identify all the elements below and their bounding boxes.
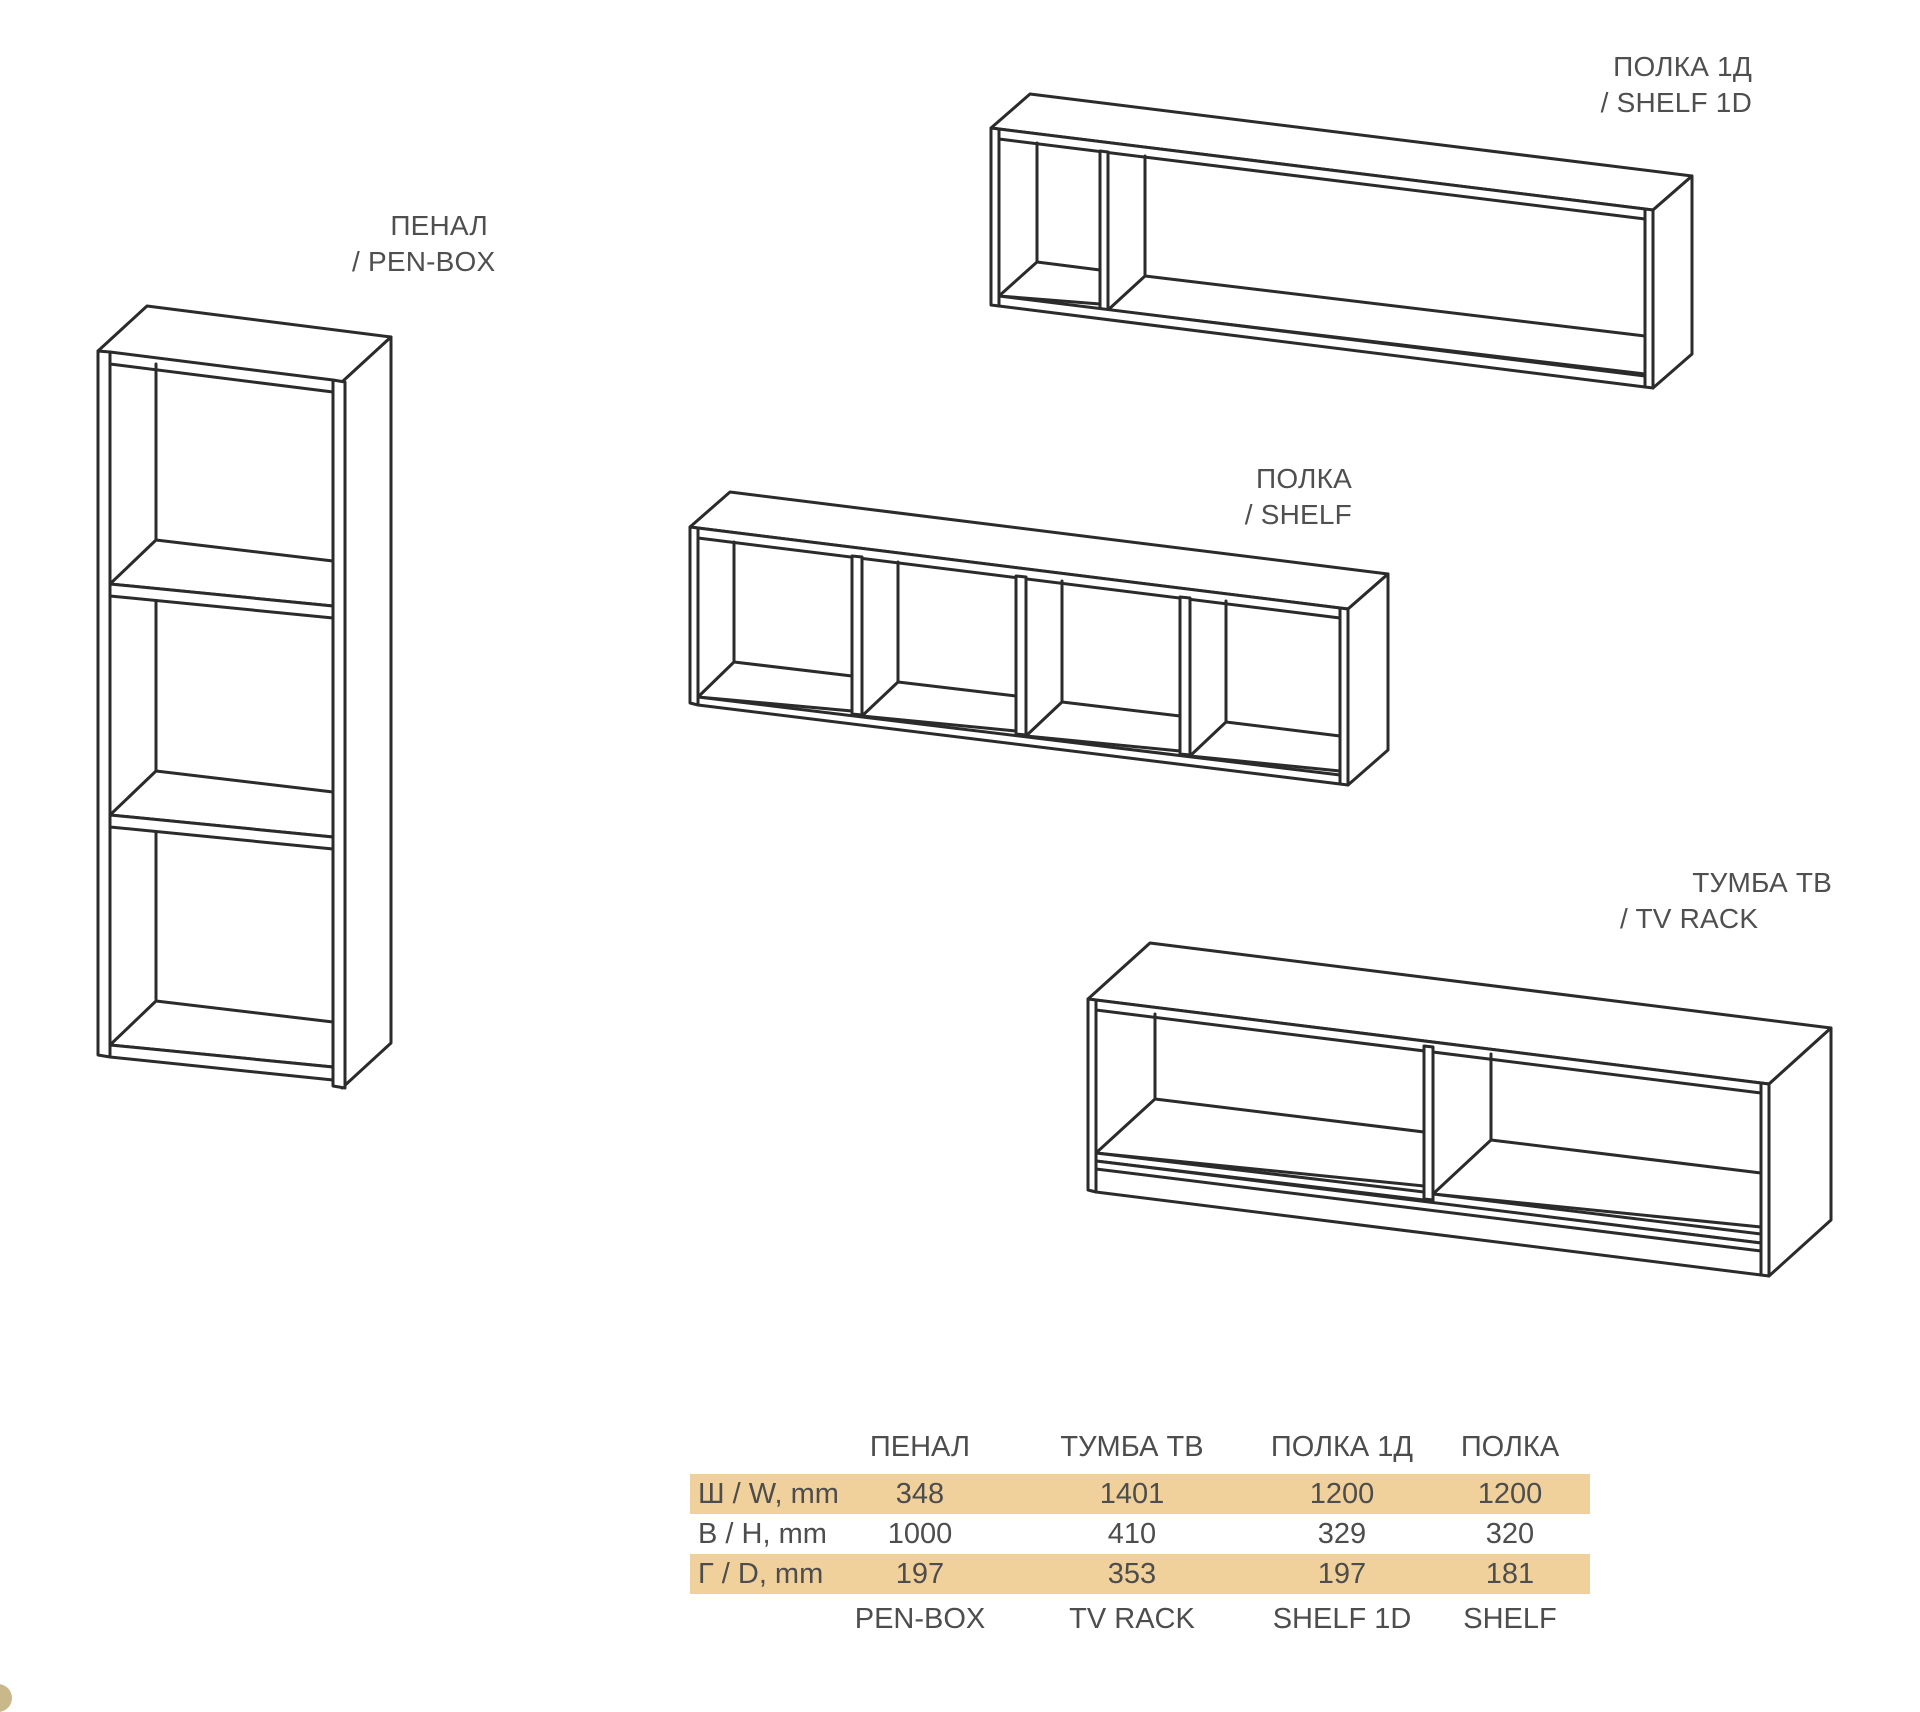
row-width-label: Ш / W, mm (698, 1478, 839, 1510)
tv-rack-title-en: / TV RACK (1620, 903, 1759, 934)
height-tv-rack: 410 (1107, 1518, 1157, 1550)
pen-box-drawing (96, 304, 393, 1090)
row-height: В / H, mm 1000 410 329 320 (690, 1514, 1590, 1554)
shelf-1d-drawing (989, 92, 1694, 390)
width-shelf-1d: 1200 (1309, 1478, 1375, 1510)
header-shelf: ПОЛКА (1460, 1431, 1560, 1463)
height-shelf: 320 (1485, 1518, 1535, 1550)
depth-shelf: 181 (1485, 1558, 1535, 1590)
tv-rack-label: ТУМБА ТВ / TV RACK (1620, 865, 1832, 937)
depth-pen-box: 197 (895, 1558, 945, 1590)
width-pen-box: 348 (895, 1478, 945, 1510)
spec-table-header: ПЕНАЛ ТУМБА ТВ ПОЛКА 1Д ПОЛКА (690, 1420, 1590, 1474)
pen-box-label: ПЕНАЛ / PEN-BOX (352, 208, 496, 280)
header-tv-rack: ТУМБА ТВ (1060, 1431, 1204, 1463)
pen-box-title-ru: ПЕНАЛ (390, 210, 488, 241)
header-shelf-1d: ПОЛКА 1Д (1270, 1431, 1414, 1463)
tv-rack-title-ru: ТУМБА ТВ (1692, 867, 1832, 898)
shelf-title-ru: ПОЛКА (1256, 463, 1352, 494)
height-shelf-1d: 329 (1317, 1518, 1367, 1550)
depth-tv-rack: 353 (1107, 1558, 1157, 1590)
footer-shelf-1d: SHELF 1D (1272, 1603, 1412, 1635)
shelf-1d-title-ru: ПОЛКА 1Д (1613, 51, 1752, 82)
spec-table: ПЕНАЛ ТУМБА ТВ ПОЛКА 1Д ПОЛКА Ш / W, mm … (690, 1420, 1590, 1644)
shelf-label: ПОЛКА / SHELF (1240, 461, 1352, 533)
tv-rack-drawing (1086, 941, 1833, 1278)
shelf-title-en: / SHELF (1244, 499, 1352, 530)
footer-pen-box: PEN-BOX (854, 1603, 986, 1635)
footer-shelf: SHELF (1463, 1603, 1557, 1635)
height-pen-box: 1000 (887, 1518, 953, 1550)
row-depth-label: Г / D, mm (698, 1558, 824, 1590)
width-shelf: 1200 (1477, 1478, 1543, 1510)
header-pen-box: ПЕНАЛ (869, 1431, 971, 1463)
shelf-drawing (688, 490, 1390, 787)
width-tv-rack: 1401 (1099, 1478, 1165, 1510)
row-depth: Г / D, mm 197 353 197 181 (690, 1554, 1590, 1594)
row-width: Ш / W, mm 348 1401 1200 1200 (690, 1474, 1590, 1514)
shelf-1d-label: ПОЛКА 1Д / SHELF 1D (1600, 49, 1752, 121)
row-height-label: В / H, mm (698, 1518, 827, 1550)
footer-tv-rack: TV RACK (1069, 1603, 1195, 1635)
shelf-1d-title-en: / SHELF 1D (1600, 87, 1752, 118)
spec-table-footer: PEN-BOX TV RACK SHELF 1D SHELF (690, 1594, 1590, 1644)
depth-shelf-1d: 197 (1317, 1558, 1367, 1590)
pen-box-title-en: / PEN-BOX (352, 246, 496, 277)
